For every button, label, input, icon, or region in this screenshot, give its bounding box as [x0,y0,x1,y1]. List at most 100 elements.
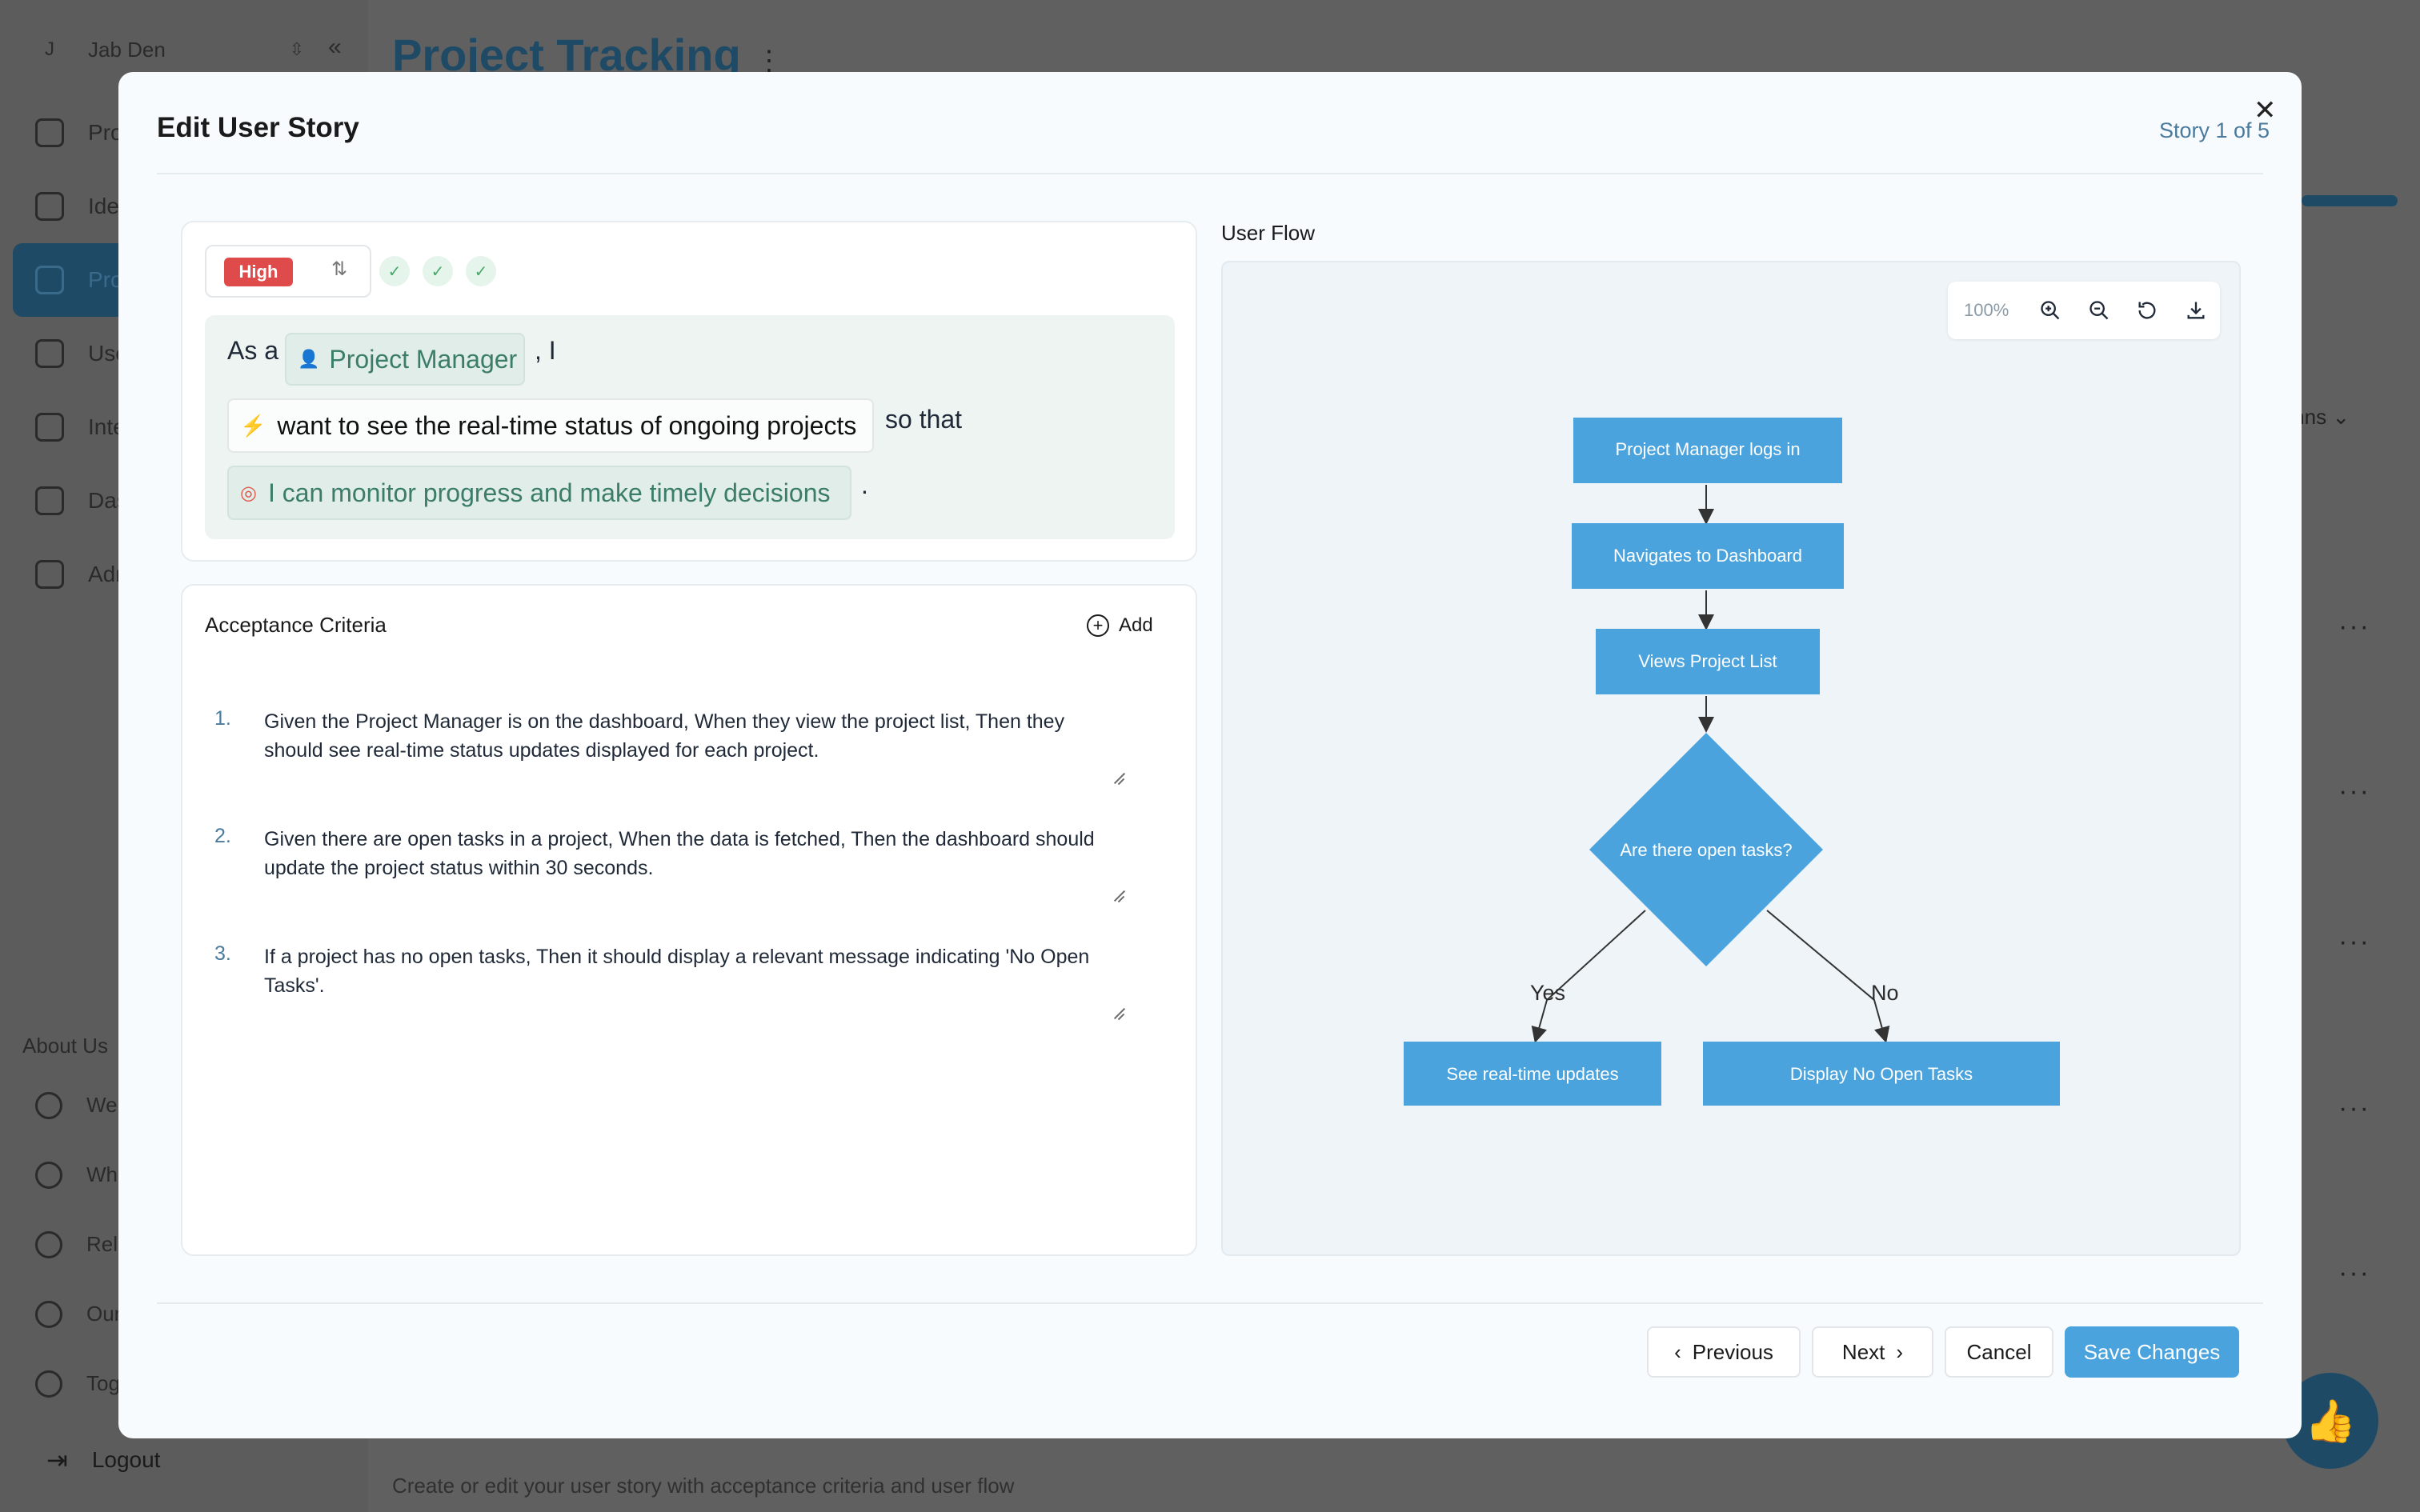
benefit-chip[interactable]: ◎ I can monitor progress and make timely… [227,466,851,520]
criteria-item[interactable]: 1. Given the Project Manager is on the d… [214,707,1127,790]
criteria-textarea[interactable]: If a project has no open tasks, Then it … [264,946,1090,997]
cancel-label: Cancel [1966,1339,2032,1364]
resize-handle-icon[interactable] [1112,889,1125,902]
logout-label: Logout [91,1447,161,1472]
zoom-level: 100% [1964,300,2009,320]
grid-icon [35,266,64,294]
zoom-out-icon[interactable] [2075,286,2123,334]
role-text: Project Manager [329,344,518,374]
benefit-text: I can monitor progress and make timely d… [267,478,831,507]
flow-edge-no [1766,910,1890,1043]
close-icon[interactable]: ✕ [2254,95,2277,126]
acceptance-criteria-card: Acceptance Criteria + Add 1. Given the P… [181,584,1197,1256]
criteria-item[interactable]: 2. Given there are open tasks in a proje… [214,825,1127,908]
sidebar-item-projects[interactable]: Pro [13,96,357,170]
save-changes-button[interactable]: Save Changes [2065,1326,2239,1378]
previous-button[interactable]: ‹ Previous [1647,1326,1801,1378]
check-icon: ✓ [379,256,410,286]
download-icon[interactable] [2172,286,2220,334]
cube-icon [35,118,64,147]
resize-handle-icon[interactable] [1112,771,1125,784]
flow-node-text: See real-time updates [1446,1064,1618,1084]
zap-icon [35,1230,62,1258]
save-label: Save Changes [2083,1339,2221,1364]
rocket-icon [35,1300,62,1328]
flow-node-project-list: Views Project List [1596,629,1820,694]
workspace-switcher[interactable]: J Jab Den ⇳ [32,24,304,75]
row-menu-icon[interactable]: ··· [2338,1258,2370,1288]
flow-node-dashboard: Navigates to Dashboard [1572,523,1844,589]
chevron-updown-icon: ⇅ [331,258,348,280]
sun-icon [35,1370,62,1398]
check-icon: ✓ [466,256,496,286]
about-item-label: Wel [86,1093,122,1117]
bar-chart-icon [35,486,64,515]
about-item-welcome[interactable]: Wel [13,1070,357,1140]
about-item-label: Our [86,1302,122,1326]
flow-node-text: Views Project List [1638,651,1777,671]
flow-toolbar: 100% [1948,282,2220,339]
flow-node-login: Project Manager logs in [1573,418,1842,483]
resize-handle-icon[interactable] [1112,1006,1125,1019]
plus-circle-icon: + [1087,614,1109,637]
criteria-number: 3. [214,942,231,965]
cancel-button[interactable]: Cancel [1945,1326,2053,1378]
user-flow-label: User Flow [1221,221,1316,245]
flow-diagram: Project Manager logs in Navigates to Das… [1404,418,2060,1106]
criteria-textarea[interactable]: Given the Project Manager is on the dash… [264,710,1065,762]
story-so-that: so that [885,405,963,434]
chevron-right-icon: › [1896,1339,1904,1364]
edit-user-story-modal: Edit User Story ✕ Story 1 of 5 High ⇅ ✓ … [118,72,2302,1438]
user-flow-panel[interactable]: Project Manager logs in Navigates to Das… [1221,261,2241,1256]
story-after-role: , I [535,336,556,365]
more-vertical-icon[interactable]: ⋮ [755,46,783,76]
thumbs-up-icon: 👍 [2304,1398,2357,1445]
chevron-updown-icon: ⇳ [289,39,304,59]
acceptance-criteria-title: Acceptance Criteria [205,613,387,637]
row-menu-icon[interactable]: ··· [2338,926,2370,957]
row-menu-icon[interactable]: ··· [2338,1093,2370,1123]
story-card: High ⇅ ✓ ✓ ✓ As a 👤 Project Manager , I … [181,221,1197,562]
footer-hint: Create or edit your user story with acce… [392,1474,1015,1498]
about-item-our[interactable]: Our [13,1279,357,1349]
divider [157,1302,2263,1304]
flow-node-text: Project Manager logs in [1615,439,1800,459]
branch-label-yes: Yes [1530,981,1565,1005]
collapse-sidebar-icon[interactable]: « [328,34,342,60]
workspace-name: Jab Den [88,37,166,62]
lightbulb-icon [35,192,64,221]
reset-icon[interactable] [2123,286,2171,334]
about-us-label: About Us [22,1034,108,1058]
logout-button[interactable]: ⇥ Logout [46,1445,160,1475]
criteria-textarea[interactable]: Given there are open tasks in a project,… [264,828,1095,879]
row-menu-icon[interactable]: ··· [2338,611,2370,642]
target-icon: ◎ [240,482,257,504]
criteria-item[interactable]: 3. If a project has no open tasks, Then … [214,942,1127,1026]
user-circle-icon [35,560,64,589]
next-label: Next [1841,1339,1885,1364]
want-chip[interactable]: ⚡ want to see the real-time status of on… [227,398,874,453]
about-item-toggle-theme[interactable]: Tog [13,1349,357,1418]
flow-node-yes: See real-time updates [1404,1042,1661,1106]
home-icon [35,1091,62,1119]
priority-select[interactable]: High ⇅ [205,245,371,298]
criteria-number: 2. [214,825,231,847]
flow-node-no: Display No Open Tasks [1703,1042,2060,1106]
story-prefix: As a [227,336,279,365]
story-end: . [861,470,868,499]
criteria-number: 1. [214,707,231,730]
next-button[interactable]: Next › [1812,1326,1933,1378]
row-menu-icon[interactable]: ··· [2338,776,2370,806]
add-criteria-button[interactable]: + Add [1087,614,1153,637]
page-title: Project Tracking [392,30,741,80]
flow-edge-yes [1531,910,1646,1043]
help-icon [35,1161,62,1189]
person-icon: 👤 [298,349,320,369]
flow-node-text: Display No Open Tasks [1790,1064,1973,1084]
previous-label: Previous [1692,1339,1773,1364]
role-chip[interactable]: 👤 Project Manager [285,333,525,386]
check-icon: ✓ [423,256,453,286]
add-label: Add [1119,614,1153,636]
zoom-in-icon[interactable] [2026,286,2074,334]
about-item-label: Tog [86,1371,120,1395]
